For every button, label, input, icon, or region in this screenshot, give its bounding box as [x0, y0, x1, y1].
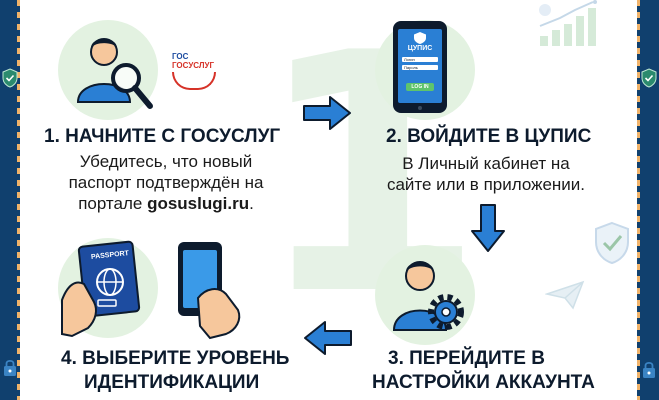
left-border — [0, 0, 20, 400]
gosuslugi-logo-arc — [172, 72, 216, 90]
growth-chart-icon — [539, 0, 597, 46]
left-border-stripe — [17, 0, 20, 400]
step-1-desc-line3: портале gosuslugi.ru. — [40, 193, 292, 214]
gosuslugi-logo-line2: ГОСУСЛУГ — [172, 61, 215, 70]
step-1-desc-line2: паспорт подтверждён на — [68, 173, 264, 192]
step-1-title: 1. НАЧНИТЕ С ГОСУСЛУГ — [44, 126, 281, 147]
shield-check-icon — [595, 221, 629, 265]
phone-header: ЦУПИС — [407, 45, 433, 52]
gear-icon — [428, 294, 464, 330]
lock-icon — [4, 359, 16, 376]
passport-phone-icon — [61, 240, 241, 340]
phone-login-icon — [393, 21, 447, 113]
passport-icon — [77, 240, 141, 318]
shield-check-icon — [641, 68, 657, 88]
step-2-desc-line2: сайте или в приложении. — [386, 175, 586, 194]
step-1-description: Убедитесь, что новый паспорт подтверждён… — [40, 151, 292, 214]
step-2-description: В Личный кабинет на сайте или в приложен… — [360, 153, 612, 195]
step-1-desc-site: gosuslugi.ru — [147, 194, 250, 213]
step-3-title: 3. ПЕРЕЙДИТЕ В — [388, 348, 545, 369]
step-2-desc-line1: В Личный кабинет на — [402, 154, 570, 173]
phone-password-field: Пароль — [404, 65, 418, 70]
right-border-stripe — [637, 0, 640, 400]
gosuslugi-logo-line1: ГОС — [172, 52, 189, 61]
user-settings-icon — [392, 261, 464, 331]
paper-plane-icon — [545, 280, 585, 310]
step-1-desc-line3-suffix: . — [249, 194, 254, 213]
gosuslugi-logo: ГОС ГОСУСЛУГ — [172, 52, 222, 92]
step-1-desc-line1: Убедитесь, что новый — [79, 152, 253, 171]
step-4-title: 4. ВЫБЕРИТЕ УРОВЕНЬ — [61, 348, 290, 369]
lock-icon — [643, 361, 655, 378]
step-4-title-line2: ИДЕНТИФИКАЦИИ — [84, 372, 260, 393]
step-1-desc-line3-prefix: портале — [78, 194, 148, 213]
right-border — [637, 0, 659, 400]
arrow-left-icon — [304, 321, 352, 355]
phone-login-field: Логин — [404, 57, 415, 62]
shield-check-icon — [2, 68, 18, 88]
user-search-icon — [76, 38, 153, 109]
step-1-icon-circle — [58, 20, 158, 120]
arrow-down-icon — [471, 204, 505, 252]
phone-login-button: LOG IN — [411, 84, 429, 90]
step-3-title-line2: НАСТРОЙКИ АККАУНТА — [372, 372, 595, 393]
arrow-right-icon — [303, 96, 351, 130]
step-2-title: 2. ВОЙДИТЕ В ЦУПИС — [386, 126, 592, 147]
